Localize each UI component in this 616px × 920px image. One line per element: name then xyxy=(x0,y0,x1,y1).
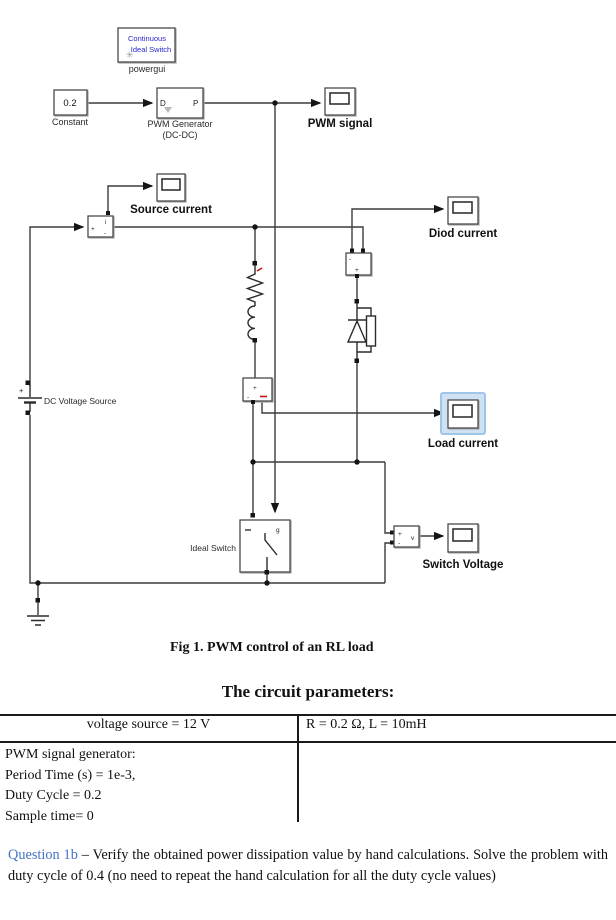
snubber-wire xyxy=(357,307,372,353)
source-current-scope[interactable]: Source current xyxy=(130,173,212,216)
scope-screen-icon xyxy=(452,404,473,418)
cm-minus: - xyxy=(349,256,351,263)
table-border-top xyxy=(0,714,616,716)
constant-value: 0.2 xyxy=(63,98,76,109)
pwm-signal-scope[interactable]: PWM signal xyxy=(308,87,373,130)
pwm-settings-line: PWM signal generator: xyxy=(5,747,136,762)
wire-diodecm-to-scope xyxy=(351,204,445,251)
pwm-generator-block[interactable]: D P PWM Generator (DC-DC) xyxy=(147,87,213,140)
simulink-diagram: Continuous Ideal Switch ✳ powergui 0.2 C… xyxy=(18,27,504,626)
table-column-divider xyxy=(297,714,299,822)
wire-bottom-rail xyxy=(29,415,385,584)
wire-sourcecm-to-scope xyxy=(107,181,154,214)
wand-icon: ✳ xyxy=(126,50,134,60)
switch-gate-glyph: g xyxy=(276,527,280,534)
switch-symbol xyxy=(264,533,278,570)
constant-label: Constant xyxy=(52,117,89,127)
snubber-resistor xyxy=(365,315,377,347)
powergui-label: powergui xyxy=(129,64,166,74)
load-current-measurement-block[interactable]: + - xyxy=(242,377,273,404)
cm-minus: - xyxy=(104,230,106,237)
pwmgen-port-d: D xyxy=(160,99,166,108)
source-current-measurement-block[interactable]: + - i xyxy=(87,211,114,238)
switch-voltage-measurement-block[interactable]: + - v xyxy=(390,525,420,548)
question-paragraph: Question 1b – Verify the obtained power … xyxy=(8,845,608,887)
dc-plus: + xyxy=(19,386,24,395)
cm-minus: - xyxy=(247,394,249,401)
pwmgen-label-2: (DC-DC) xyxy=(163,130,198,140)
figure-caption: Fig 1. PWM control of an RL load xyxy=(170,640,374,655)
table-border-middle xyxy=(0,741,616,743)
ideal-switch-block[interactable]: g Ideal Switch xyxy=(190,513,291,575)
cm-plus: + xyxy=(355,267,359,274)
load-scope-label: Load current xyxy=(428,438,498,450)
wire-bottomrail-to-vmminus xyxy=(384,542,390,583)
question-number: Question 1b xyxy=(8,847,78,863)
pwm-settings-line: Sample time= 0 xyxy=(5,808,94,824)
pwmgen-label-1: PWM Generator xyxy=(147,119,212,129)
down-arrow-icon xyxy=(164,107,172,113)
switch-voltage-scope[interactable]: Switch Voltage xyxy=(423,523,504,571)
ideal-switch-label: Ideal Switch xyxy=(190,543,236,553)
resistor-symbol xyxy=(245,265,265,306)
source-scope-label: Source current xyxy=(130,204,212,216)
wire-top-rail xyxy=(113,226,364,250)
wire-source-top-loop xyxy=(29,222,85,386)
cm-plus: + xyxy=(91,226,95,233)
vm-minus: - xyxy=(398,540,400,547)
junction-dots xyxy=(35,100,360,586)
wire-nodeA-to-vmplus xyxy=(384,462,390,534)
powergui-subtitle: Ideal Switch xyxy=(131,45,171,54)
diode-current-measurement-block[interactable]: - + xyxy=(345,248,372,279)
table-cell-voltage-source: voltage source = 12 V xyxy=(86,717,211,732)
dc-source-label: DC Voltage Source xyxy=(44,396,117,406)
question-text: – Verify the obtained power dissipation … xyxy=(8,847,608,884)
pwm-settings-line: Period Time (s) = 1e-3, xyxy=(5,767,136,783)
constant-block[interactable]: 0.2 Constant xyxy=(52,89,89,127)
table-cell-rl-values: R = 0.2 Ω, L = 10mH xyxy=(306,717,427,732)
vm-plus: + xyxy=(398,531,402,538)
vm-v: v xyxy=(411,535,415,542)
cm-plus: + xyxy=(253,385,257,392)
load-current-scope[interactable]: Load current xyxy=(428,392,498,450)
inductor-symbol xyxy=(247,305,256,342)
scope-screen-icon xyxy=(329,92,350,105)
ground-block[interactable] xyxy=(27,598,49,626)
powergui-block[interactable]: Continuous Ideal Switch ✳ powergui xyxy=(117,27,176,74)
powergui-mode: Continuous xyxy=(128,34,166,43)
parameters-heading: The circuit parameters: xyxy=(221,682,395,701)
scope-screen-icon xyxy=(452,528,473,542)
scope-screen-icon xyxy=(452,201,473,214)
dc-voltage-source-block[interactable]: + DC Voltage Source xyxy=(18,380,117,416)
scope-screen-icon xyxy=(161,178,181,191)
pwm-scope-label: PWM signal xyxy=(308,118,373,130)
table-cell-pwm-settings: PWM signal generator: Period Time (s) = … xyxy=(5,745,136,827)
wires xyxy=(29,98,445,615)
wire-loadcm-to-scope xyxy=(261,401,445,418)
pwm-settings-line: Duty Cycle = 0.2 xyxy=(5,788,102,803)
switch-scope-label: Switch Voltage xyxy=(423,559,504,571)
cm-i: i xyxy=(105,219,106,226)
pwmgen-port-p: P xyxy=(193,99,198,108)
series-rl-branch-block[interactable] xyxy=(245,261,265,343)
ground-symbol xyxy=(27,615,49,626)
error-marker xyxy=(256,267,263,272)
diode-block[interactable] xyxy=(346,299,377,363)
diode-scope-label: Diod current xyxy=(429,228,498,240)
diode-current-scope[interactable]: Diod current xyxy=(429,196,498,240)
